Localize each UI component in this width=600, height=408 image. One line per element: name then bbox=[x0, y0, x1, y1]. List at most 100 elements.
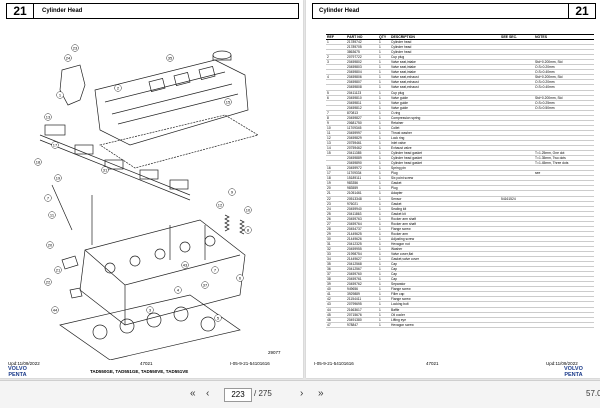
table-cell: Valve guide bbox=[390, 95, 500, 101]
table-cell bbox=[500, 271, 534, 278]
table-cell: Thrust washer bbox=[390, 130, 500, 136]
table-cell: Flange screw bbox=[390, 286, 500, 293]
callout-circle bbox=[51, 306, 59, 314]
column-header: NOTES bbox=[534, 33, 594, 41]
callout-label: 18 bbox=[36, 159, 41, 164]
table-cell: 38 bbox=[326, 276, 346, 283]
callout-label: 7 bbox=[47, 195, 50, 200]
right-page-title: Cylinder Head bbox=[319, 8, 360, 14]
table-cell bbox=[500, 160, 534, 167]
callout-circle bbox=[48, 211, 56, 219]
table-cell: 1 bbox=[378, 145, 390, 152]
table-cell bbox=[500, 145, 534, 152]
table-cell: 870813 bbox=[346, 110, 378, 116]
table-cell bbox=[500, 322, 534, 328]
table-cell: Adjusting screw bbox=[390, 236, 500, 242]
table-cell: 20459762 bbox=[346, 281, 378, 288]
callout-label: 4 bbox=[177, 287, 180, 292]
table-cell: 8 bbox=[326, 115, 346, 121]
table-cell: Hexagon screw bbox=[390, 322, 500, 328]
table-cell bbox=[500, 266, 534, 273]
table-cell: 1 bbox=[378, 74, 390, 81]
table-cell bbox=[500, 105, 534, 111]
callout-label: 13 bbox=[46, 114, 51, 119]
table-cell bbox=[534, 54, 594, 61]
table-cell bbox=[500, 185, 534, 192]
table-cell: 1 bbox=[378, 211, 390, 217]
table-cell: 12 bbox=[326, 135, 346, 141]
table-cell bbox=[534, 140, 594, 147]
table-cell: 44 bbox=[326, 307, 346, 313]
callout-circle bbox=[244, 206, 252, 214]
callout-label: 44 bbox=[53, 307, 58, 312]
table-cell: Rocker arm shaft bbox=[390, 216, 500, 222]
table-cell: 20459807 bbox=[346, 79, 378, 86]
table-cell bbox=[500, 226, 534, 232]
table-cell: 1 bbox=[378, 312, 390, 318]
table-cell: 1 bbox=[378, 291, 390, 298]
table-cell bbox=[534, 201, 594, 207]
callout-circle bbox=[146, 306, 154, 314]
table-cell bbox=[534, 185, 594, 192]
table-cell: Valve seat,exhaust bbox=[390, 74, 500, 81]
callout-circle bbox=[214, 314, 222, 322]
prev-page-button[interactable]: ‹ bbox=[206, 388, 210, 399]
table-cell: 35 bbox=[326, 261, 346, 268]
next-page-button[interactable]: › bbox=[300, 388, 304, 399]
table-cell bbox=[326, 155, 346, 162]
callout-label: 11 bbox=[50, 212, 55, 217]
table-cell: 1 bbox=[378, 261, 390, 268]
table-cell: 21051461 bbox=[346, 190, 378, 197]
table-cell bbox=[500, 44, 534, 51]
table-cell: Gasket,valve cover bbox=[390, 256, 500, 263]
table-cell bbox=[500, 286, 534, 293]
table-cell bbox=[534, 44, 594, 51]
table-cell: 20799695 bbox=[346, 301, 378, 308]
table-cell bbox=[326, 105, 346, 111]
table-cell: 45 bbox=[326, 312, 346, 318]
table-cell: 20459812 bbox=[346, 105, 378, 111]
table-cell bbox=[500, 216, 534, 222]
table-cell bbox=[326, 44, 346, 51]
table-cell: 2 bbox=[326, 54, 346, 61]
table-cell: Lock ring bbox=[390, 135, 500, 141]
table-cell: 1 bbox=[378, 185, 390, 192]
table-cell bbox=[500, 125, 534, 131]
table-cell: 1 bbox=[378, 206, 390, 212]
table-cell: Flange screw bbox=[390, 296, 500, 303]
table-cell: 1 bbox=[378, 296, 390, 303]
table-cell: 1 bbox=[378, 90, 390, 96]
callout-circle bbox=[56, 91, 64, 99]
table-cell: 1 bbox=[378, 100, 390, 106]
table-cell: 11 bbox=[326, 130, 346, 136]
table-cell bbox=[534, 135, 594, 141]
table-cell bbox=[500, 307, 534, 313]
table-cell: 3929889 bbox=[346, 291, 378, 298]
table-cell bbox=[500, 150, 534, 157]
last-page-button[interactable]: » bbox=[318, 388, 324, 399]
table-cell: 1 bbox=[378, 115, 390, 121]
table-cell: Six point screw bbox=[390, 175, 500, 182]
callout-circle bbox=[54, 266, 62, 274]
table-cell: O.S=0.40mm bbox=[534, 69, 594, 76]
current-page-input[interactable]: 223 bbox=[224, 388, 252, 402]
table-cell: 1 bbox=[378, 266, 390, 273]
table-cell bbox=[500, 296, 534, 303]
first-page-button[interactable]: « bbox=[190, 388, 196, 399]
table-cell: 41 bbox=[326, 291, 346, 298]
table-cell: 32 bbox=[326, 246, 346, 253]
table-cell: Exhaust valve bbox=[390, 145, 500, 152]
table-cell: 1 bbox=[378, 175, 390, 182]
zoom-level[interactable]: 57.0 bbox=[586, 389, 600, 398]
table-cell: 20681750 bbox=[346, 120, 378, 126]
table-cell bbox=[534, 241, 594, 247]
